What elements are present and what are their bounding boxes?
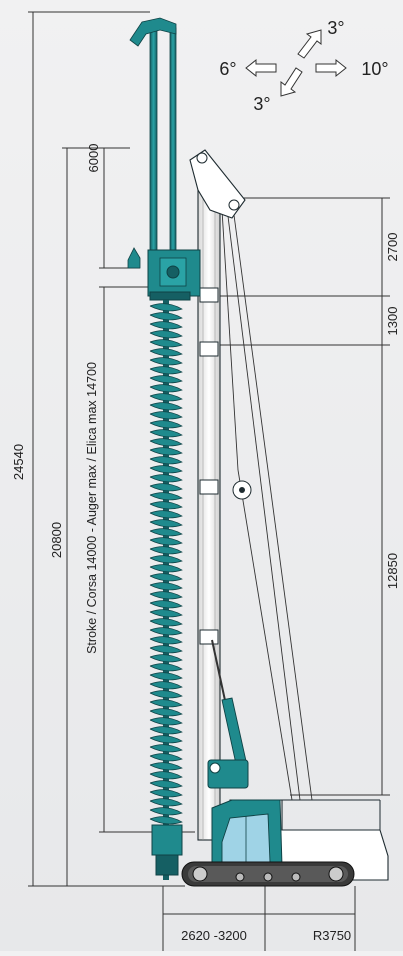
auger-flight: [149, 816, 183, 825]
auger-flight: [149, 573, 183, 582]
auger-flight: [149, 321, 183, 330]
auger-flight: [149, 546, 183, 555]
arrow-down-diagonal-icon: [280, 67, 303, 97]
auger-flight: [149, 708, 183, 717]
auger-flight: [149, 411, 183, 420]
auger-flight: [149, 366, 183, 375]
arrow-right-icon: [315, 58, 347, 78]
auger-flight: [149, 780, 183, 789]
auger-flight: [149, 627, 183, 636]
auger-flight: [149, 519, 183, 528]
auger-flight: [149, 438, 183, 447]
auger-flight: [149, 690, 183, 699]
swivel-hook: [129, 17, 177, 47]
stay-cables: [221, 199, 313, 801]
auger-guide: [151, 824, 183, 856]
incline-back-label: 3°: [253, 94, 270, 114]
auger-flight: [149, 501, 183, 510]
track-width-label: 2620 -3200: [181, 928, 247, 943]
auger-flight: [149, 510, 183, 519]
auger-flight: [149, 663, 183, 672]
drilling-rig: [127, 17, 389, 887]
auger-flight: [149, 672, 183, 681]
arrow-left-icon: [245, 58, 277, 78]
auger-flight: [149, 798, 183, 807]
auger-flight: [149, 330, 183, 339]
crawler-tracks: [181, 861, 355, 887]
auger-flight: [149, 348, 183, 357]
auger-flight: [149, 618, 183, 627]
total-height-label: 24540: [11, 444, 26, 480]
arrow-up-diagonal-icon: [297, 29, 322, 59]
auger-flight: [149, 681, 183, 690]
inclination-indicator: 6° 10° 3° 3°: [219, 18, 388, 114]
rotary-head: [147, 249, 201, 301]
extension-label: 6000: [86, 144, 101, 173]
incline-front-label: 3°: [327, 18, 344, 38]
auger-flight: [149, 537, 183, 546]
auger-flight: [149, 591, 183, 600]
incline-left-label: 6°: [219, 59, 236, 79]
auger-flight: [149, 555, 183, 564]
kelly-bar: [149, 27, 158, 289]
auger-flight: [149, 735, 183, 744]
auger-flight: [149, 699, 183, 708]
auger-flight: [149, 393, 183, 402]
auger-flight: [149, 456, 183, 465]
auger-flight: [149, 429, 183, 438]
auger-flight: [149, 564, 183, 573]
auger-flight: [149, 420, 183, 429]
auger-flight: [149, 492, 183, 501]
auger-flight: [149, 654, 183, 663]
auger-flight: [149, 465, 183, 474]
top-section-label: 2700: [385, 233, 400, 262]
tail-radius-label: R3750: [313, 928, 351, 943]
auger-flight: [149, 447, 183, 456]
mast: [197, 179, 221, 841]
auger-flight: [149, 789, 183, 798]
auger-flight: [149, 402, 183, 411]
auger-flight: [149, 645, 183, 654]
hydraulic-cylinder: [207, 639, 249, 789]
auger-flight: [149, 762, 183, 771]
auger-flight: [149, 375, 183, 384]
auger-flight: [149, 771, 183, 780]
auger-flight: [149, 717, 183, 726]
auger-flight: [149, 807, 183, 816]
section-1300-label: 1300: [385, 307, 400, 336]
auger-flight: [149, 303, 183, 312]
auger-flight: [149, 753, 183, 762]
auger-flight: [149, 312, 183, 321]
auger-flight: [149, 726, 183, 735]
auger-flight: [149, 483, 183, 492]
operator-cab: [211, 799, 283, 867]
incline-right-label: 10°: [361, 59, 388, 79]
auger: [149, 300, 183, 880]
stroke-label: Stroke / Corsa 14000 - Auger max / Elica…: [85, 362, 99, 654]
auger-flight: [149, 339, 183, 348]
auger-flight: [149, 582, 183, 591]
mast-height-label: 20800: [49, 522, 64, 558]
auger-flight: [149, 744, 183, 753]
auger-flight: [149, 636, 183, 645]
auger-flight: [149, 528, 183, 537]
auger-flight: [149, 384, 183, 393]
auger-flight: [149, 600, 183, 609]
dimension-lines: [28, 11, 390, 951]
auger-flight: [149, 474, 183, 483]
auger-flight: [149, 609, 183, 618]
auger-flight: [149, 357, 183, 366]
main-section-label: 12850: [385, 553, 400, 589]
